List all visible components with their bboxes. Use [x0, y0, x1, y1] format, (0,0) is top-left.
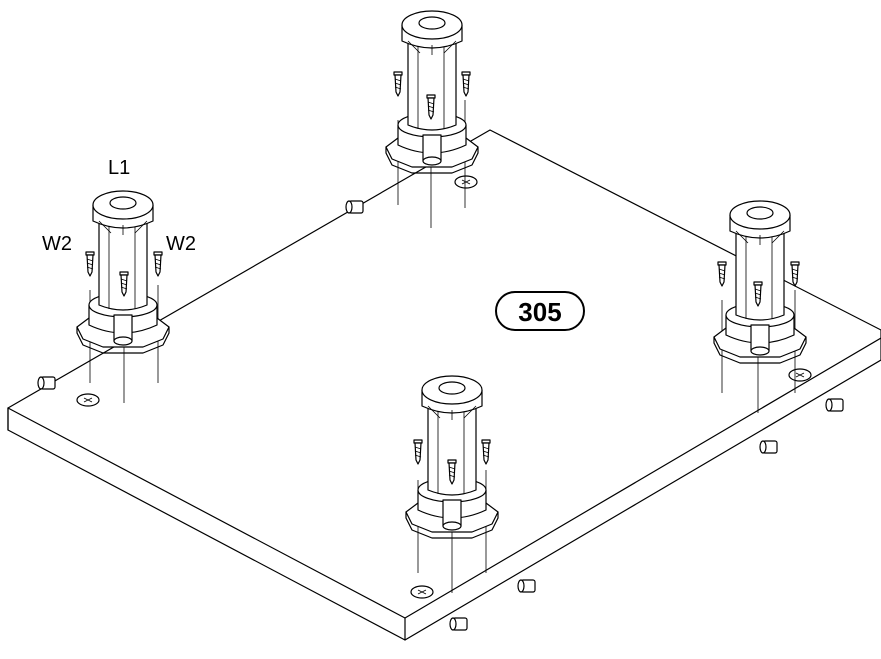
hole-marker-icon-1: [76, 393, 100, 407]
leg-front: [405, 375, 499, 593]
screw-icon-4: [85, 251, 95, 277]
hole-marker-icon-4: [410, 585, 434, 599]
step-number: 305: [518, 297, 561, 327]
screw-icon-6: [153, 251, 163, 277]
hole-marker-icon-3: [788, 368, 812, 382]
part-label-w2-left: W2: [42, 233, 72, 255]
part-label-w2-right: W2: [166, 233, 196, 255]
cam-lock-icon-6: [449, 617, 468, 631]
part-label-l1: L1: [108, 157, 130, 179]
cam-lock-icon-2: [37, 376, 56, 390]
screw-icon-3: [461, 71, 471, 97]
cam-lock-icon-3: [825, 398, 844, 412]
step-number-badge: 305: [495, 291, 585, 331]
cam-lock-icon-5: [517, 579, 536, 593]
cam-lock-icon-4: [759, 440, 778, 454]
leg-left: [76, 190, 170, 403]
screw-icon-9: [790, 261, 800, 287]
cam-lock-icon-1: [345, 200, 364, 214]
leg-right: [713, 200, 807, 413]
leg-back: [385, 10, 479, 228]
hole-marker-icon-2: [454, 175, 478, 189]
screw-icon-1: [393, 71, 403, 97]
